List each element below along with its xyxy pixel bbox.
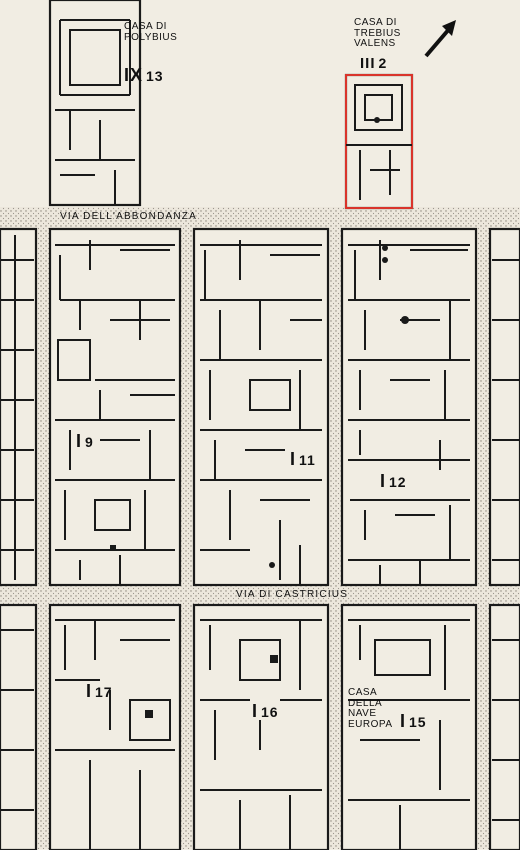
interior-walls (0, 19, 520, 850)
alley-left (36, 229, 50, 849)
street-abbondanza (0, 207, 520, 229)
street-castricius (0, 585, 520, 605)
house-label-polybius: CASA DI POLYBIUS (124, 21, 178, 43)
highlight-trebius (345, 74, 413, 209)
house-label-trebius: CASA DI TREBIUS VALENS (354, 17, 401, 49)
alley-center-right (328, 229, 342, 849)
alley-center-left (180, 229, 194, 849)
alley-right (476, 229, 490, 849)
north-arrow-icon (424, 20, 456, 58)
street-label-abbondanza: VIA DELL'ABBONDANZA (60, 211, 197, 222)
small-features (110, 117, 409, 718)
street-label-castricius: VIA DI CASTRICIUS (236, 589, 349, 600)
house-label-nave: CASA DELLA NAVE EUROPA (348, 687, 393, 730)
